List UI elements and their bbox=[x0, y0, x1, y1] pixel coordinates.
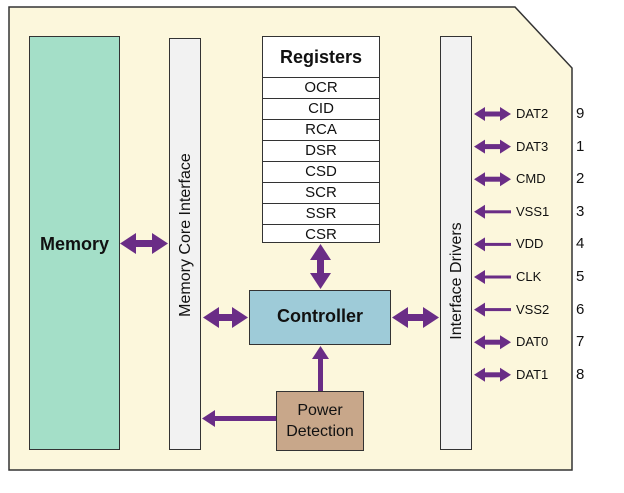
memory-label: Memory bbox=[39, 234, 110, 254]
pin-number-clk: 5 bbox=[576, 268, 585, 285]
memory-core-interface-panel: Memory Core Interface bbox=[169, 38, 201, 450]
controller-label: Controller bbox=[276, 306, 363, 326]
arrow-core-interface-to-controller bbox=[203, 307, 248, 328]
pin-number-dat1: 8 bbox=[576, 365, 585, 383]
pin-name-cmd: CMD bbox=[516, 171, 546, 187]
register-row-csd: CSD bbox=[263, 161, 379, 182]
pin-arrow-dat1 bbox=[474, 367, 511, 382]
pin-name-vss2: VSS2 bbox=[516, 301, 550, 317]
arrow-power-to-core-interface bbox=[202, 410, 276, 427]
memory-block: Memory bbox=[29, 36, 120, 450]
pin-name-clk: CLK bbox=[516, 269, 542, 284]
pin-arrow-cmd bbox=[474, 172, 511, 187]
arrow-memory-to-core-interface bbox=[120, 233, 168, 254]
arrow-registers-to-controller bbox=[310, 244, 331, 289]
pin-number-cmd: 2 bbox=[576, 170, 585, 188]
pin-number-vss1: 3 bbox=[576, 202, 585, 220]
register-row-ssr: SSR bbox=[263, 203, 379, 224]
pin-arrow-vss2 bbox=[474, 302, 511, 317]
register-row-rca: RCA bbox=[263, 119, 379, 140]
pin-arrow-vss1 bbox=[474, 204, 511, 219]
pin-number-dat2: 9 bbox=[576, 105, 585, 122]
pin-name-dat0: DAT0 bbox=[516, 334, 549, 350]
pin-arrow-dat3 bbox=[474, 139, 511, 154]
controller-block: Controller bbox=[249, 290, 391, 345]
power-detection-block: Power Detection bbox=[276, 391, 364, 451]
register-row-csr: CSR bbox=[263, 224, 379, 245]
register-row-cid: CID bbox=[263, 98, 379, 119]
pin-name-dat2: DAT2 bbox=[516, 106, 549, 121]
register-row-dsr: DSR bbox=[263, 140, 379, 161]
registers-title: Registers bbox=[279, 47, 363, 67]
pin-arrow-vdd bbox=[474, 237, 511, 252]
pin-name-dat3: DAT3 bbox=[516, 138, 549, 154]
pin-arrow-clk bbox=[474, 270, 511, 284]
pin-arrow-dat2 bbox=[474, 107, 511, 121]
interface-drivers-panel: Interface Drivers bbox=[440, 36, 472, 450]
pin-number-vdd: 4 bbox=[576, 235, 585, 253]
pin-arrow-dat0 bbox=[474, 335, 511, 350]
registers-block: Registers OCR CID RCA DSR CSD SCR SSR CS… bbox=[262, 36, 380, 243]
arrow-power-to-controller bbox=[312, 346, 329, 391]
pin-name-vss1: VSS1 bbox=[516, 203, 550, 219]
pin-name-vdd: VDD bbox=[516, 236, 544, 252]
pin-number-dat0: 7 bbox=[576, 333, 585, 351]
arrow-controller-to-interface-drivers bbox=[392, 307, 439, 328]
power-detection-label-line1: Power bbox=[297, 402, 343, 419]
register-row-ocr: OCR bbox=[263, 77, 379, 98]
register-row-scr: SCR bbox=[263, 182, 379, 203]
pin-number-dat3: 1 bbox=[576, 137, 585, 155]
power-detection-label-line2: Detection bbox=[286, 423, 354, 440]
pin-number-vss2: 6 bbox=[576, 300, 585, 318]
pin-name-dat1: DAT1 bbox=[516, 366, 549, 382]
